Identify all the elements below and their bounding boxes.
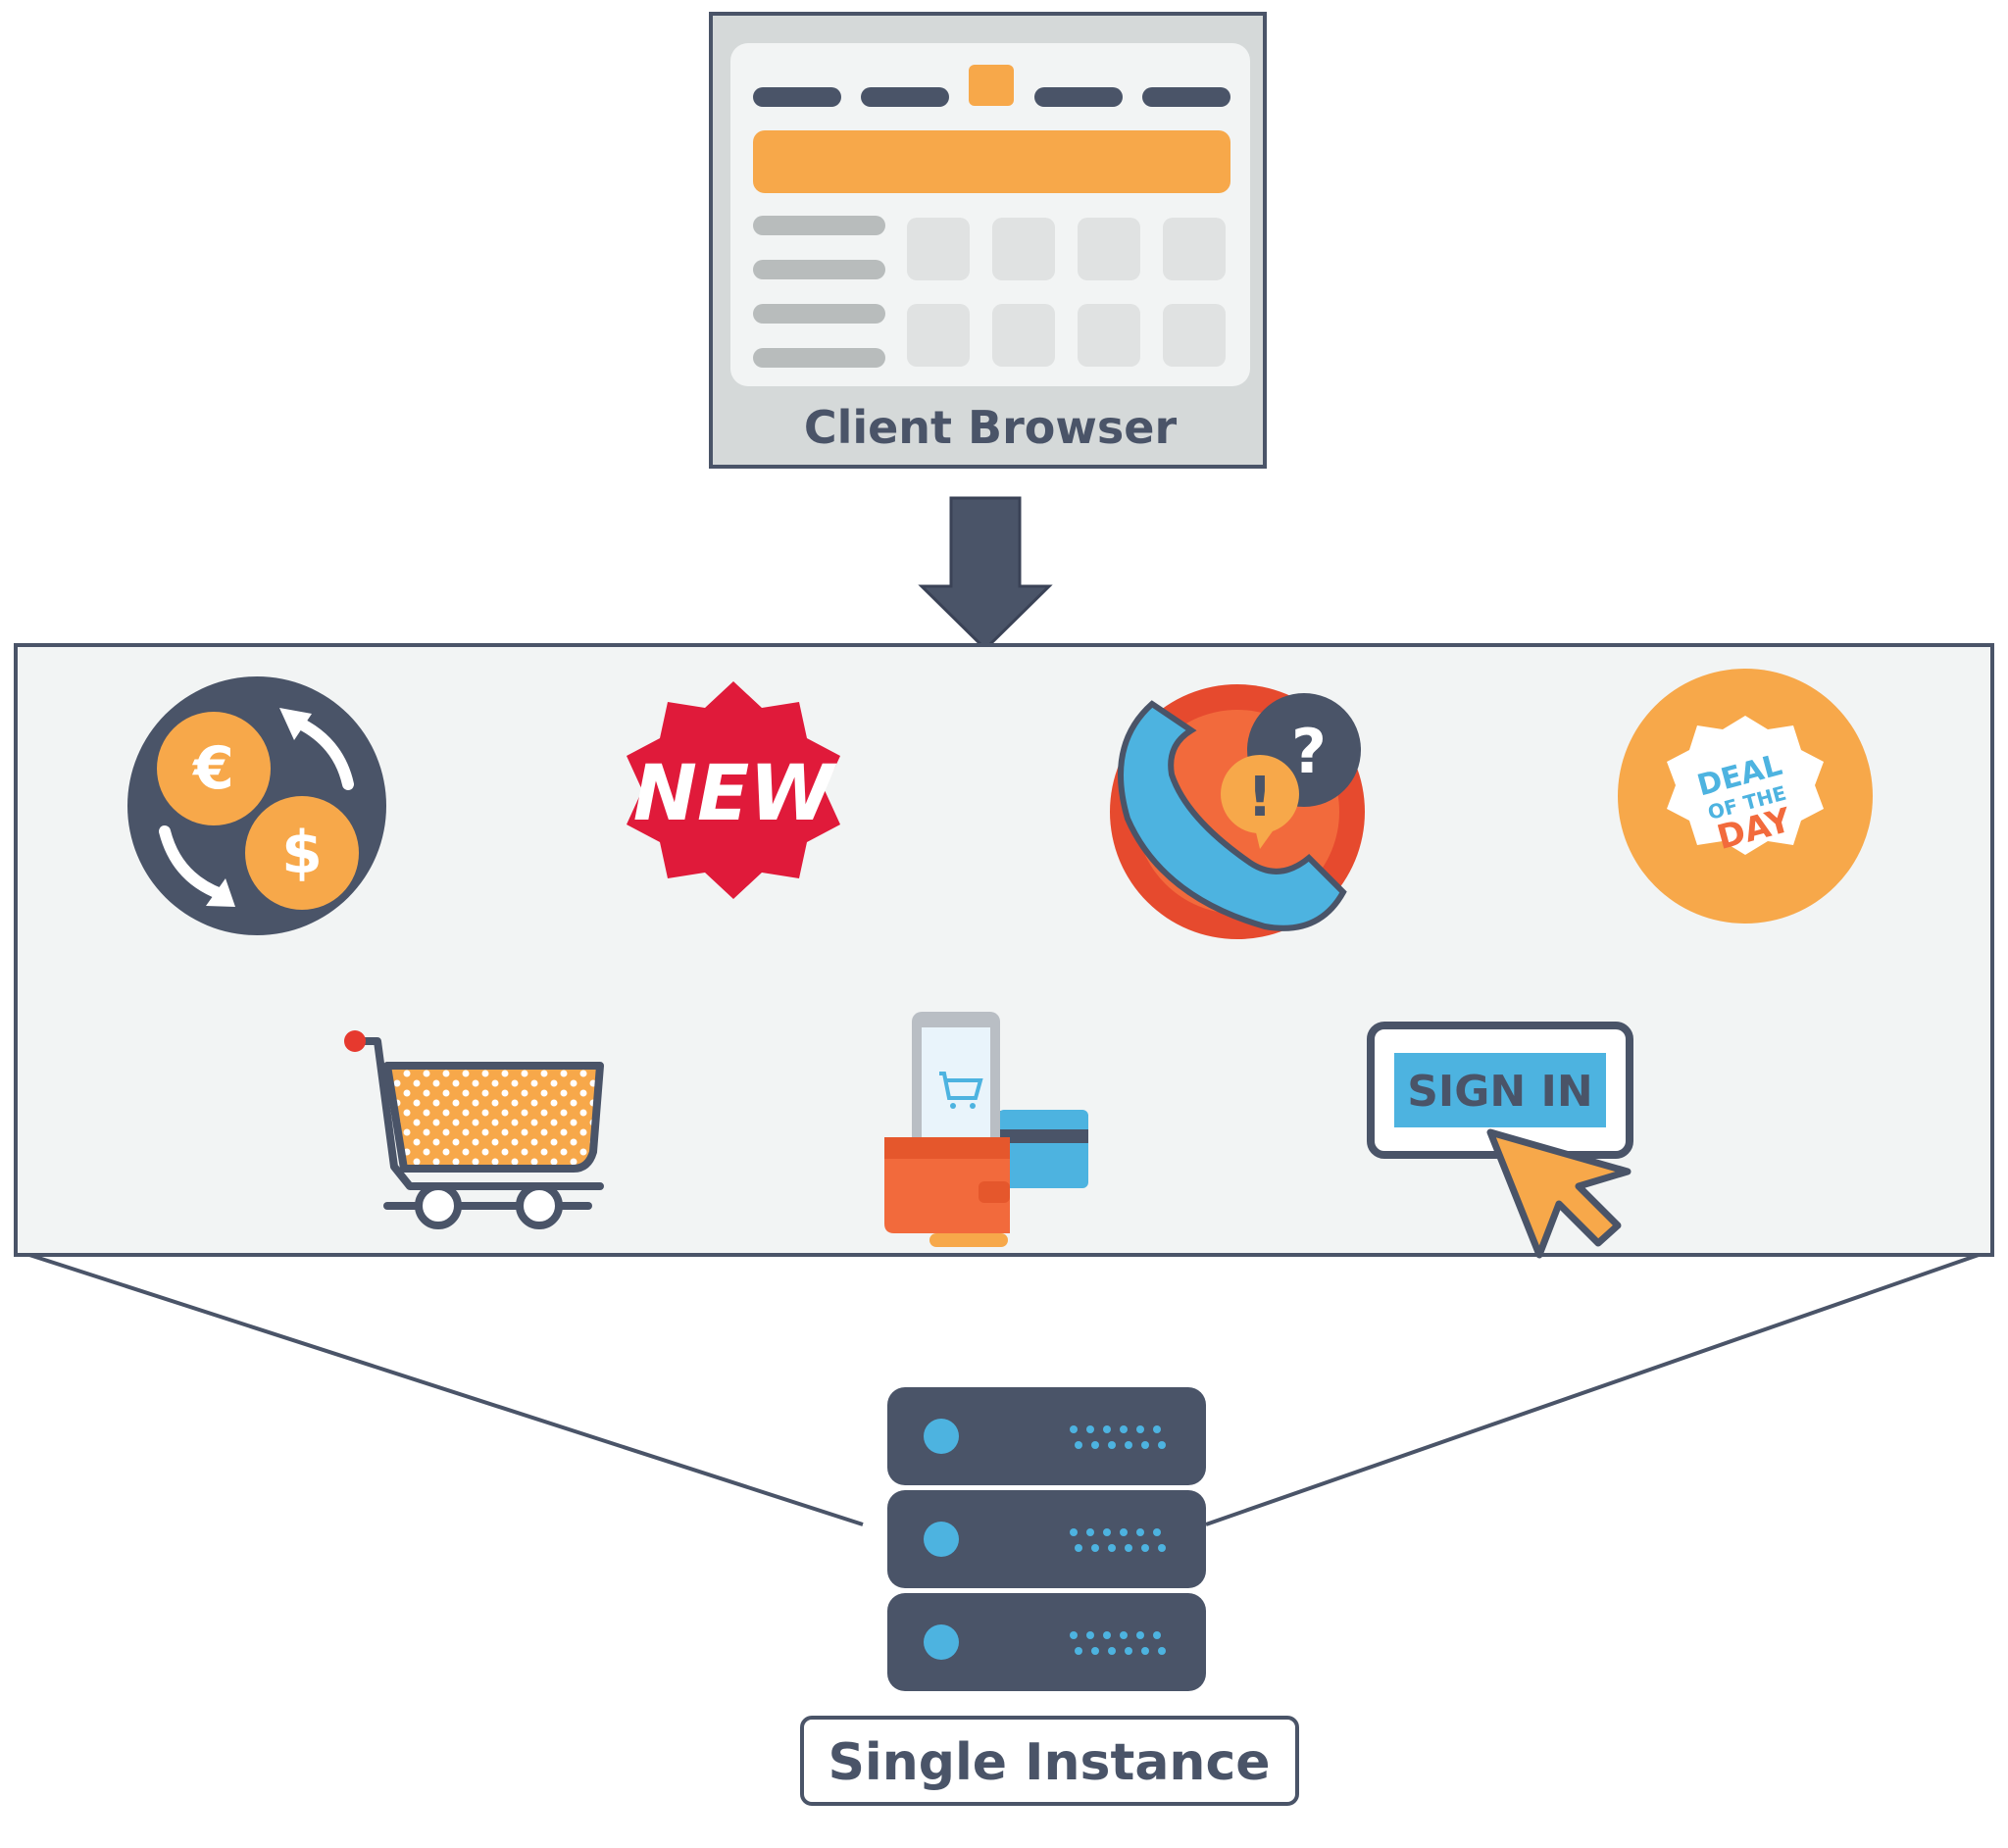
- client-browser-label: Client Browser: [804, 401, 1178, 454]
- single-instance-label: Single Instance: [828, 1733, 1270, 1792]
- browser-sidebar-lines: [753, 216, 885, 368]
- single-instance-label-box: Single Instance: [800, 1716, 1299, 1806]
- svg-text:SIGN IN: SIGN IN: [1407, 1067, 1593, 1117]
- deal-of-the-day-icon: DEAL OF THE DAY: [1618, 669, 1873, 924]
- funnel-line-left: [28, 1253, 864, 1526]
- new-badge-icon: NEW: [627, 681, 840, 899]
- svg-text:€: €: [191, 734, 234, 803]
- currency-exchange-icon: € $: [127, 676, 386, 935]
- client-browser-window: Client Browser: [709, 12, 1267, 469]
- support-call-icon: ? !: [1110, 684, 1365, 939]
- browser-banner: [753, 130, 1230, 193]
- browser-content-grid: [907, 218, 1226, 367]
- svg-text:NEW: NEW: [633, 750, 838, 838]
- browser-nav-bar: [753, 65, 1230, 107]
- request-arrow: [918, 496, 1053, 652]
- sign-in-icon: SIGN IN: [1367, 1022, 1633, 1259]
- shopping-cart-icon: [344, 1030, 604, 1229]
- server-rack-icon: [887, 1387, 1206, 1691]
- svg-text:$: $: [281, 819, 323, 887]
- mobile-wallet-payment-icon: [884, 1012, 1088, 1247]
- svg-text:!: !: [1247, 766, 1273, 829]
- svg-text:?: ?: [1291, 716, 1327, 787]
- funnel-line-right: [1205, 1253, 1980, 1526]
